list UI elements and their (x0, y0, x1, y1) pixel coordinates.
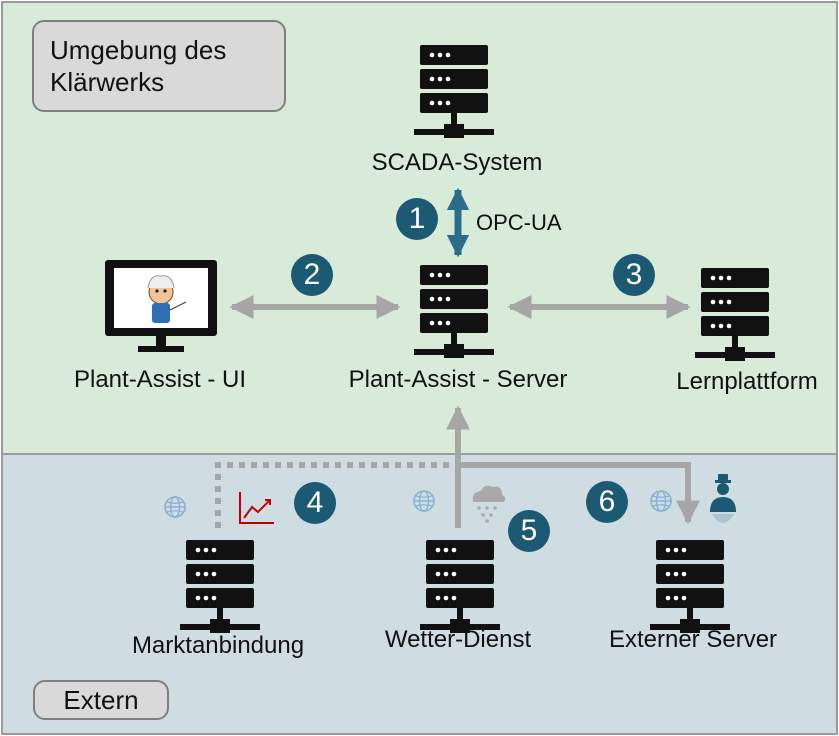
market-dotted-line (215, 462, 458, 528)
opc-ua-label: OPC-UA (476, 210, 562, 235)
cloud-rain-icon (472, 485, 506, 523)
monitor-icon (105, 260, 217, 352)
step-badge-5: 5 (508, 510, 550, 552)
server-external-arrow (458, 462, 700, 525)
learning-platform-label: Lernplattform (676, 368, 818, 395)
market-label: Marktanbindung (131, 632, 305, 659)
chart-line-icon (239, 492, 274, 524)
step-badge-4: 4 (294, 482, 336, 524)
internal-zone-label: Umgebung des Klärwerks (32, 20, 286, 112)
person-icon (710, 474, 736, 523)
step-badge-6: 6 (586, 481, 628, 523)
server-label: Plant-Assist - Server (348, 366, 568, 393)
weather-label: Wetter-Dienst (384, 626, 532, 653)
step-badge-1: 1 (396, 198, 438, 240)
external-server-label: Externer Server (608, 626, 778, 653)
scada-label: SCADA-System (371, 149, 543, 176)
step-badge-3: 3 (613, 254, 655, 296)
external-zone-label: Extern (33, 680, 169, 720)
step-badge-2: 2 (291, 254, 333, 296)
ui-label: Plant-Assist - UI (73, 366, 247, 393)
